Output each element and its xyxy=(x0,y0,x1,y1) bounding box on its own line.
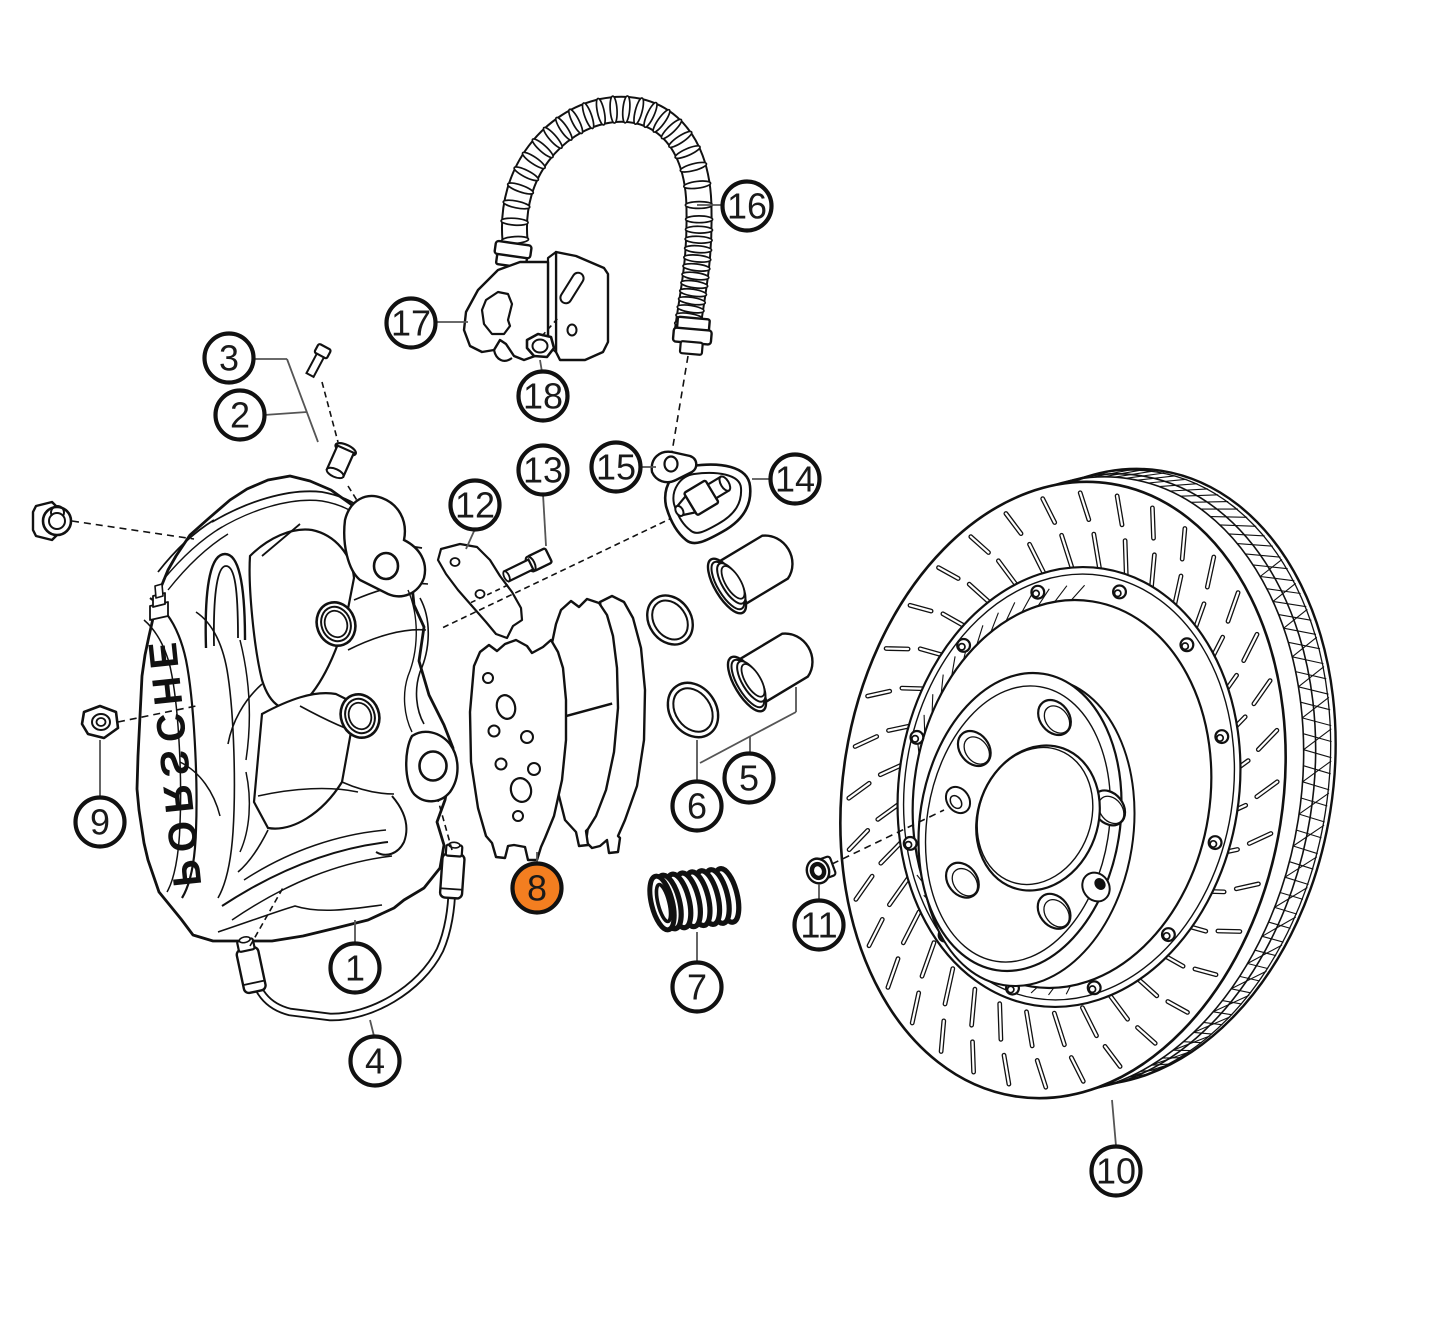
svg-text:3: 3 xyxy=(219,338,239,379)
svg-text:7: 7 xyxy=(687,967,707,1008)
svg-text:13: 13 xyxy=(523,450,563,491)
svg-text:18: 18 xyxy=(523,376,563,417)
svg-text:17: 17 xyxy=(391,303,431,344)
svg-text:9: 9 xyxy=(90,802,110,843)
svg-text:4: 4 xyxy=(365,1041,385,1082)
svg-text:15: 15 xyxy=(596,447,636,488)
svg-text:14: 14 xyxy=(775,459,815,500)
svg-text:2: 2 xyxy=(230,395,250,436)
svg-text:1: 1 xyxy=(345,948,365,989)
svg-text:12: 12 xyxy=(455,485,495,526)
svg-text:6: 6 xyxy=(687,786,707,827)
svg-text:10: 10 xyxy=(1096,1151,1136,1192)
svg-text:11: 11 xyxy=(800,905,837,946)
svg-text:16: 16 xyxy=(727,186,767,227)
svg-text:5: 5 xyxy=(739,758,759,799)
svg-text:8: 8 xyxy=(527,868,547,909)
